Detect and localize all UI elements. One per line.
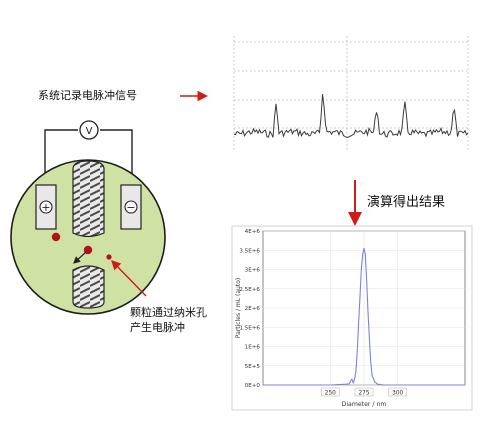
membrane-lower xyxy=(72,265,105,309)
particle xyxy=(106,254,112,260)
chart-y-tick-label: 3.5E+6 xyxy=(239,248,260,254)
compute-label: 演算得出结果 xyxy=(367,194,445,210)
chart-y-tick-label: 2.5E+6 xyxy=(239,287,260,293)
voltmeter-symbol: V xyxy=(86,126,93,137)
particle xyxy=(51,232,61,242)
chart-x-tick-box xyxy=(354,387,374,397)
membrane-upper xyxy=(72,160,105,238)
chart-x-tick-label: 275 xyxy=(358,391,369,397)
chart-x-tick-label: 250 xyxy=(325,391,336,397)
pore-pointer-arrow xyxy=(111,259,147,297)
chart-y-tick-label: 3E+6 xyxy=(245,268,261,274)
circuit-wire-left xyxy=(44,129,78,185)
chart-y-tick-label: 1E+6 xyxy=(245,345,261,351)
minus-icon xyxy=(124,200,138,214)
plus-symbol: + xyxy=(41,201,50,214)
chart-y-tick-label: 1.5E+6 xyxy=(239,325,260,331)
nanopore-device: V + − xyxy=(10,120,166,315)
chart-grid xyxy=(263,230,465,386)
particle-motion-arrow xyxy=(73,251,87,264)
chart-x-tick-box xyxy=(388,387,407,397)
voltmeter-icon xyxy=(79,120,99,140)
chart-x-tick-label: 300 xyxy=(392,391,403,397)
size-distribution-chart: 0E+0 5E+5 1E+6 1.5E+6 2E+6 2.5E+6 3E+6 3.5E+6 4E… xyxy=(231,225,473,411)
plus-icon xyxy=(39,200,53,214)
chart-x-ticks: 250 275 300 xyxy=(321,387,407,397)
signal-grid xyxy=(233,36,469,150)
particle-label-line2: 产生电脉冲 xyxy=(130,320,185,334)
chart-y-tick-label: 4E+6 xyxy=(245,229,261,235)
chart-y-ticks: 0E+0 5E+5 1E+6 1.5E+6 2E+6 2.5E+6 3E+6 3.5E+6 4E… xyxy=(239,229,260,389)
signal-label: 系统记录电脉冲信号 xyxy=(38,88,137,102)
chart-x-axis-label: Diameter / nm xyxy=(342,401,387,408)
chart-series-line xyxy=(263,248,465,386)
chart-y-tick-label: 2E+6 xyxy=(245,306,261,312)
chart-y-tick-label: 0E+0 xyxy=(245,383,261,389)
minus-symbol: − xyxy=(126,201,135,214)
chart-x-tick-box xyxy=(321,387,340,397)
signal-trace xyxy=(233,36,469,150)
circuit-wire-right xyxy=(100,129,133,185)
particle-label-line1: 颗粒通过纳米孔 xyxy=(130,305,207,319)
signal-trace-line xyxy=(233,94,469,138)
chart-y-tick-label: 5E+5 xyxy=(245,364,261,370)
chart-y-axis-label: Particles / mL (auto) xyxy=(235,278,242,338)
